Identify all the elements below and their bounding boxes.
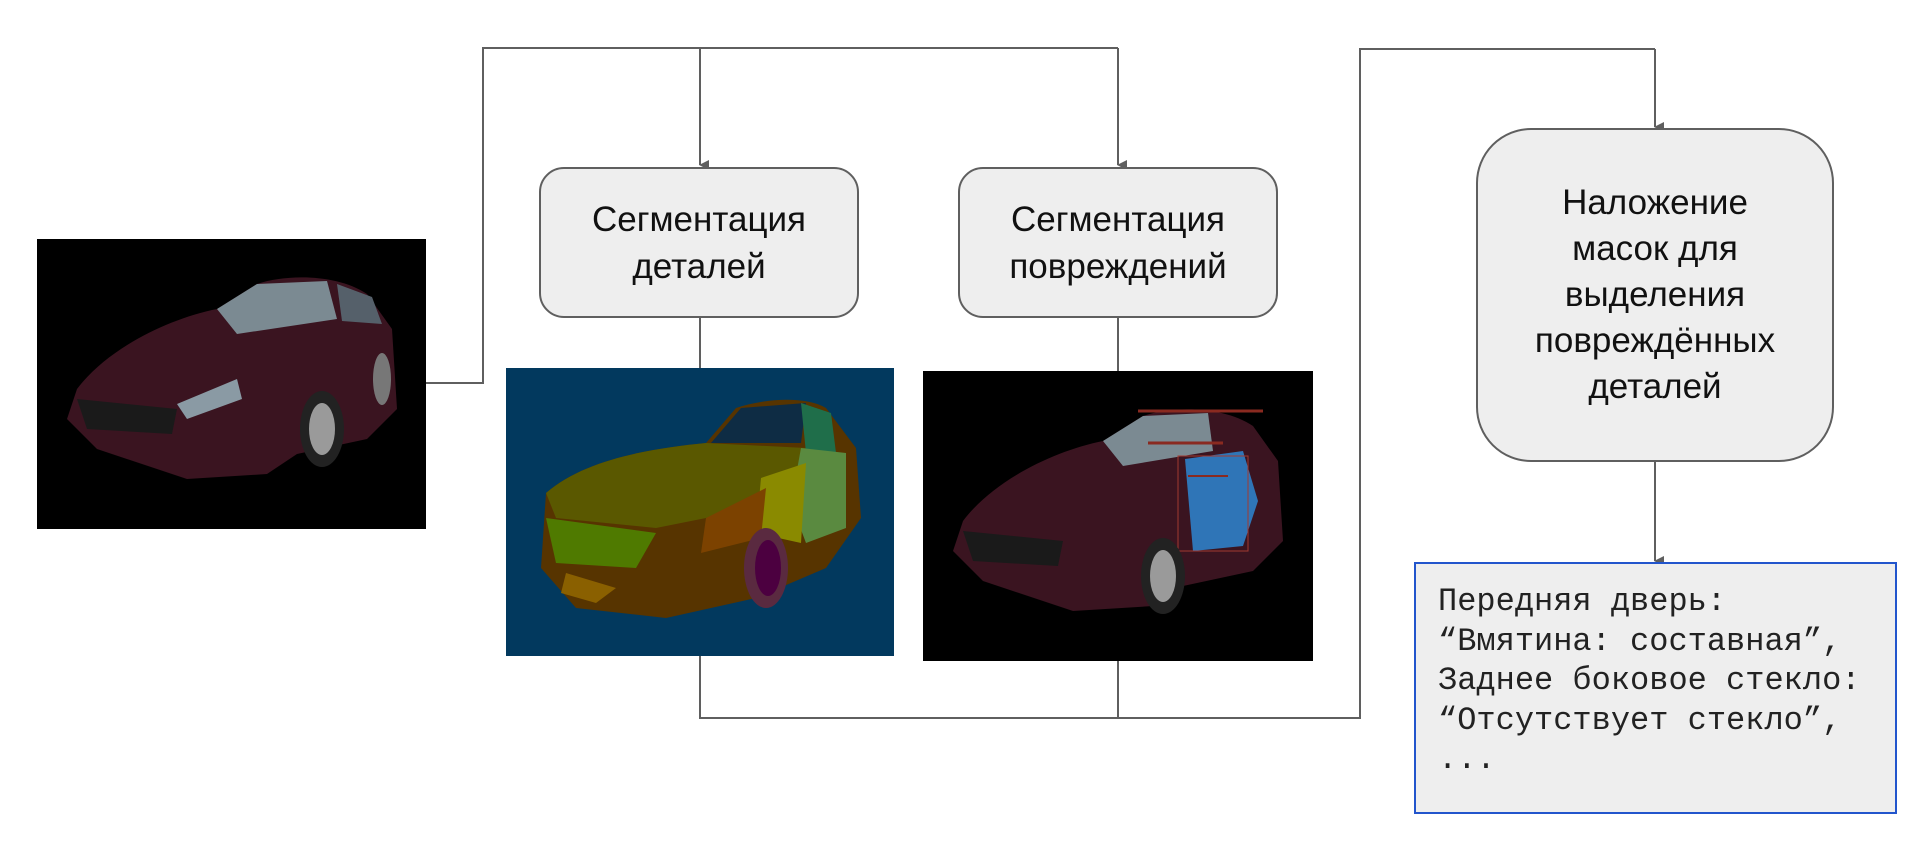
- images-to-overlay-connector: [699, 48, 1655, 719]
- node-label-line: выделения: [1564, 275, 1746, 314]
- node-label-line: Сегментация: [591, 199, 807, 239]
- car-photo: [67, 277, 397, 479]
- node-label-line: повреждений: [1009, 246, 1227, 286]
- damage-mask-photo: [953, 409, 1283, 614]
- segmentation-mask: [541, 399, 861, 618]
- damage-segmentation-image: [923, 371, 1313, 661]
- damage-segmentation-node: Сегментация повреждений: [958, 167, 1278, 318]
- node-label-line: повреждённых: [1534, 321, 1776, 360]
- node-label-line: деталей: [632, 246, 766, 286]
- input-car-image: [37, 239, 426, 529]
- damage-report-output: Передняя дверь:“Вмятина: составная”,Задн…: [1414, 562, 1897, 814]
- input-to-top-connector: [426, 47, 1118, 384]
- node-label-line: Наложение: [1562, 183, 1748, 222]
- node-label-line: деталей: [1588, 367, 1722, 406]
- report-line: Передняя дверь:: [1438, 583, 1727, 620]
- report-line: “Вмятина: составная”,: [1438, 622, 1842, 660]
- part-segmentation-image: [506, 368, 894, 656]
- node-label-line: масок для: [1572, 229, 1738, 268]
- report-line: “Отсутствует стекло”,: [1438, 701, 1842, 739]
- node-label-line: Сегментация: [1010, 199, 1226, 239]
- report-line: Заднее боковое стекло:: [1438, 662, 1861, 699]
- mask-overlay-node: Наложение масок для выделения повреждённ…: [1476, 128, 1834, 462]
- part-segmentation-node: Сегментация деталей: [539, 167, 859, 318]
- report-line: ...: [1438, 741, 1496, 778]
